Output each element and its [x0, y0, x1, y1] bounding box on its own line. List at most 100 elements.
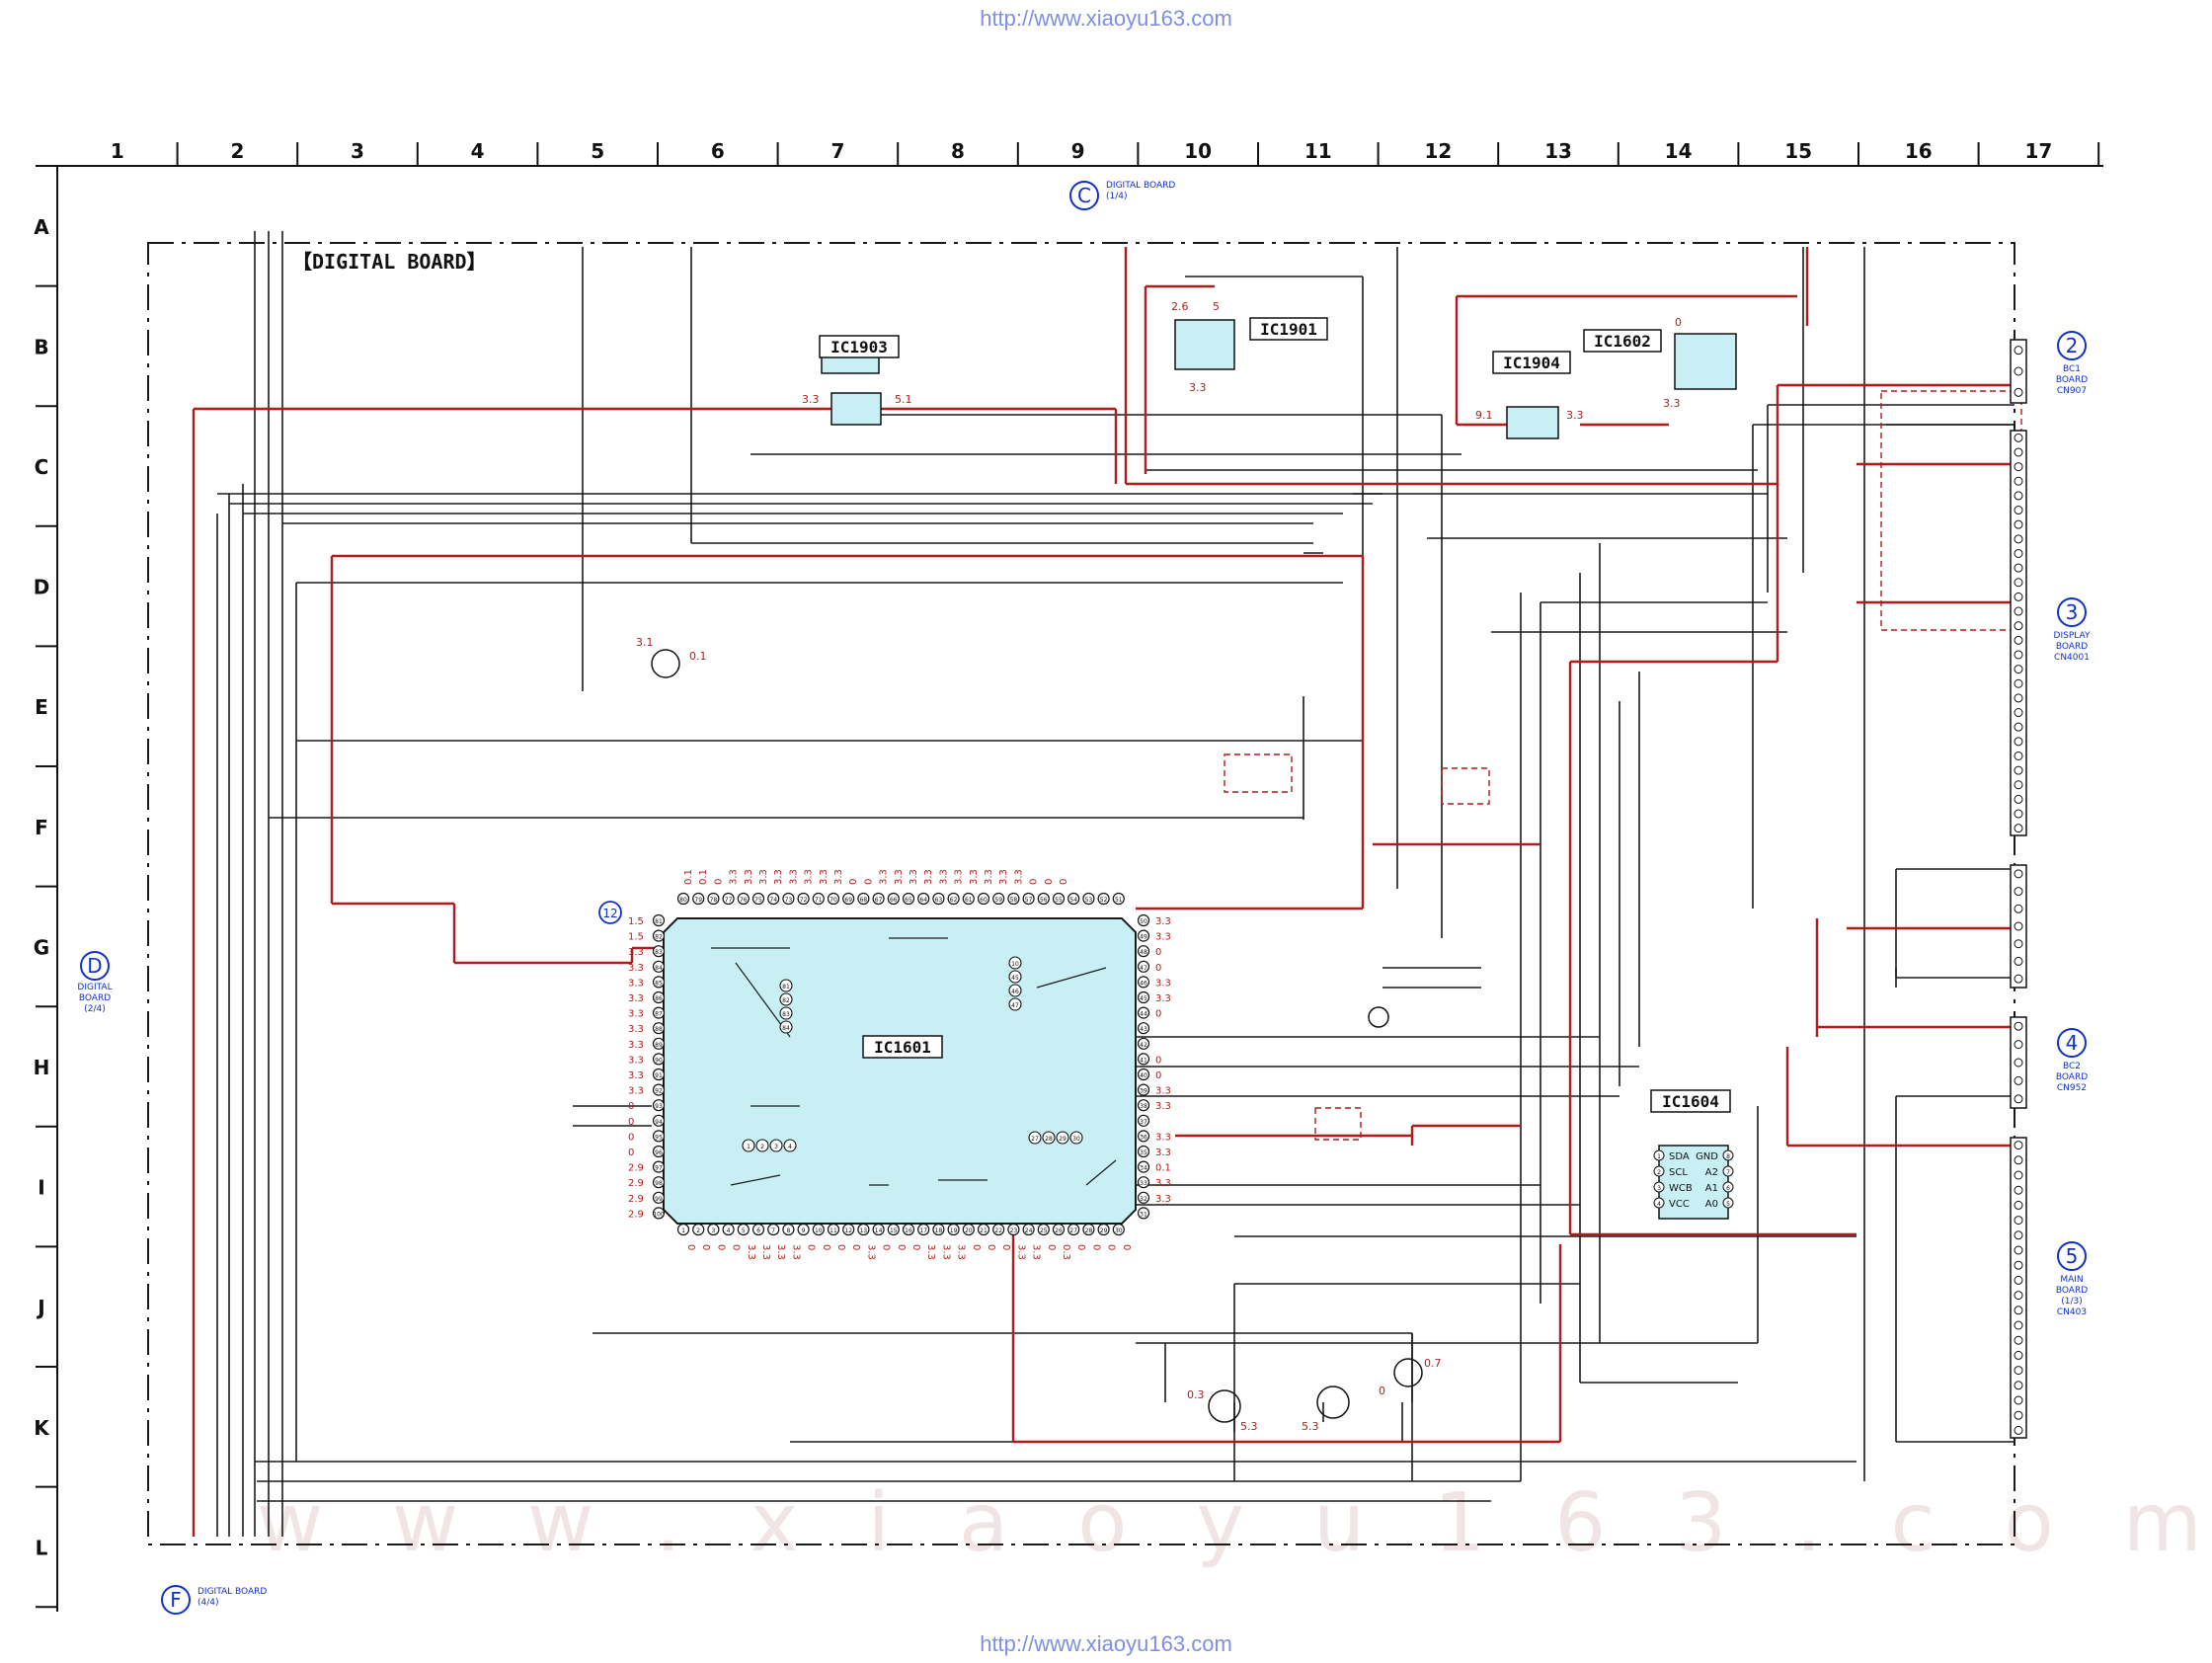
ic1601-pin: [1082, 892, 1095, 906]
ic1601-pin-number: 99: [655, 1196, 663, 1203]
v-ic1901-c: 3.3: [1189, 381, 1207, 394]
connector-aux-pin: [2014, 869, 2023, 879]
ic1601-voltage: 3.3: [729, 869, 740, 885]
ic1601-pin-number: 4: [727, 1227, 731, 1234]
ic1601-voltage: 0: [1075, 1244, 1086, 1250]
ic1601-voltage: 3.3: [865, 1244, 876, 1260]
ref-text-3: BOARD: [2056, 642, 2088, 652]
footer-url[interactable]: http://www.xiaoyu163.com: [980, 1631, 1232, 1656]
ic1601-voltage: 2.9: [628, 1209, 644, 1220]
ic1601-internal-node-label: 29: [1059, 1136, 1066, 1143]
column-label-8: 8: [951, 139, 965, 163]
ic1604-right-pin-name: A1: [1705, 1183, 1718, 1194]
ic1601-pin: [977, 892, 990, 906]
ic1601-voltage: 0: [910, 1244, 921, 1250]
ref-mark-D: D: [87, 954, 102, 978]
ic1601-voltage: 0: [1155, 1070, 1161, 1081]
ic1601-pin-number: 56: [1040, 897, 1048, 904]
ic1601-pin-number: 51: [1115, 897, 1123, 904]
transistors: [651, 649, 1423, 1423]
ic1901-label-box: [1249, 317, 1328, 341]
ic1601-pin: [1137, 1191, 1150, 1204]
ic1601-pin-number: 12: [844, 1227, 852, 1234]
ic1601-internal-node: [1008, 984, 1022, 997]
ic1601-voltage: 0: [896, 1244, 907, 1250]
connector-main-pin: [2014, 1320, 2023, 1330]
ic1601-pin: [842, 1223, 855, 1236]
ic1601-voltage: 0: [700, 1244, 711, 1250]
ic1601-pin: [1137, 1022, 1150, 1035]
ic1901-label: IC1901: [1260, 320, 1317, 339]
ic1601-voltage: 0: [1046, 1244, 1057, 1250]
ic1601-pin: [652, 1145, 666, 1158]
ic1601-pin: [1037, 1223, 1050, 1236]
connector-main-pin: [2014, 1170, 2023, 1180]
ic1601-voltage: 0: [731, 1244, 742, 1250]
ic1901-body: [1174, 319, 1235, 370]
connector-bc2-pin: [2014, 1075, 2023, 1085]
ic1604-right-pin: [1722, 1181, 1734, 1193]
ic1601-pin-number: 89: [655, 1042, 663, 1049]
ic1601-pin-number: 5: [742, 1227, 746, 1234]
ic1601-voltage: 0: [881, 1244, 892, 1250]
ic1601-pin: [947, 892, 960, 906]
ic1601-voltage: 3.3: [1155, 1178, 1171, 1189]
ic1601-pin: [652, 945, 666, 958]
ic1601-pin: [1137, 1006, 1150, 1019]
connector-display-pin: [2014, 809, 2023, 819]
ic1601-pin-number: 8: [786, 1227, 790, 1234]
ic1601-pin: [652, 976, 666, 989]
ic1601-internal-node-label: 4: [788, 1144, 792, 1150]
ic1601-voltage: 3.3: [773, 869, 784, 885]
ic1601-internal-node: [1069, 1131, 1083, 1145]
callout-12-circle[interactable]: [598, 901, 622, 924]
ic1601-pin: [652, 1068, 666, 1081]
ic1601-voltage: 0: [1121, 1244, 1132, 1250]
ic1601-voltage: 1.5: [628, 932, 644, 943]
ic1601-pin: [652, 1191, 666, 1204]
ic1601-internal-node-label: 1: [747, 1144, 750, 1150]
connector-main-pin: [2014, 1200, 2023, 1210]
ic1601-pin-number: 19: [950, 1227, 958, 1234]
ic1601-pin-number: 34: [1140, 1165, 1147, 1172]
ic1601-pin: [872, 1223, 885, 1236]
connector-aux-pin: [2014, 904, 2023, 913]
ic1601-internal-node: [779, 1020, 793, 1034]
ic1601-pin: [1052, 892, 1066, 906]
connector-main-pin: [2014, 1260, 2023, 1270]
ic1903-label: IC1903: [830, 338, 888, 356]
ref-mark-C: C: [1077, 184, 1091, 207]
ic1604-right-pin-number: 5: [1726, 1201, 1730, 1208]
ic1601-voltage: 3.3: [969, 869, 980, 885]
connector-display-pin: [2014, 765, 2023, 775]
ic1601-internal-node-label: 3: [774, 1144, 778, 1150]
ic1601-pin: [1137, 1160, 1150, 1173]
ic1601-voltage: 3.3: [894, 869, 905, 885]
ic1601-pin-number: 65: [905, 897, 912, 904]
ic1601-internal-node-label: 2: [760, 1144, 764, 1150]
header-url[interactable]: http://www.xiaoyu163.com: [980, 6, 1232, 31]
ic1601-pin: [767, 892, 780, 906]
ic1604-left-pin: [1653, 1197, 1665, 1209]
ic1601-voltage: 3.3: [628, 947, 644, 958]
v-ic1904-in: 9.1: [1475, 409, 1493, 422]
ic1904-body: [1506, 406, 1559, 439]
row-label-E: E: [35, 695, 48, 719]
ic1601-voltage: 0.1: [698, 869, 709, 885]
ic1601-pin-number: 59: [994, 897, 1002, 904]
ic1601-voltage: 0: [1155, 947, 1161, 958]
ref-text-5: MAIN: [2060, 1275, 2083, 1285]
ic1601-voltage: 3.3: [1155, 993, 1171, 1004]
ic1601-pin: [692, 892, 705, 906]
ic1601-pin: [887, 1223, 900, 1236]
connector-display-pin: [2014, 621, 2023, 631]
ic1601-internal-node: [1008, 997, 1022, 1011]
ic1904-label-box: [1492, 351, 1571, 374]
ic1601-pin: [652, 1053, 666, 1066]
red-wiring: [192, 247, 2014, 1537]
ic1601-pin-number: 93: [655, 1103, 663, 1110]
ic1601-voltage: 0: [850, 1244, 861, 1250]
connector-main-pin: [2014, 1335, 2023, 1345]
